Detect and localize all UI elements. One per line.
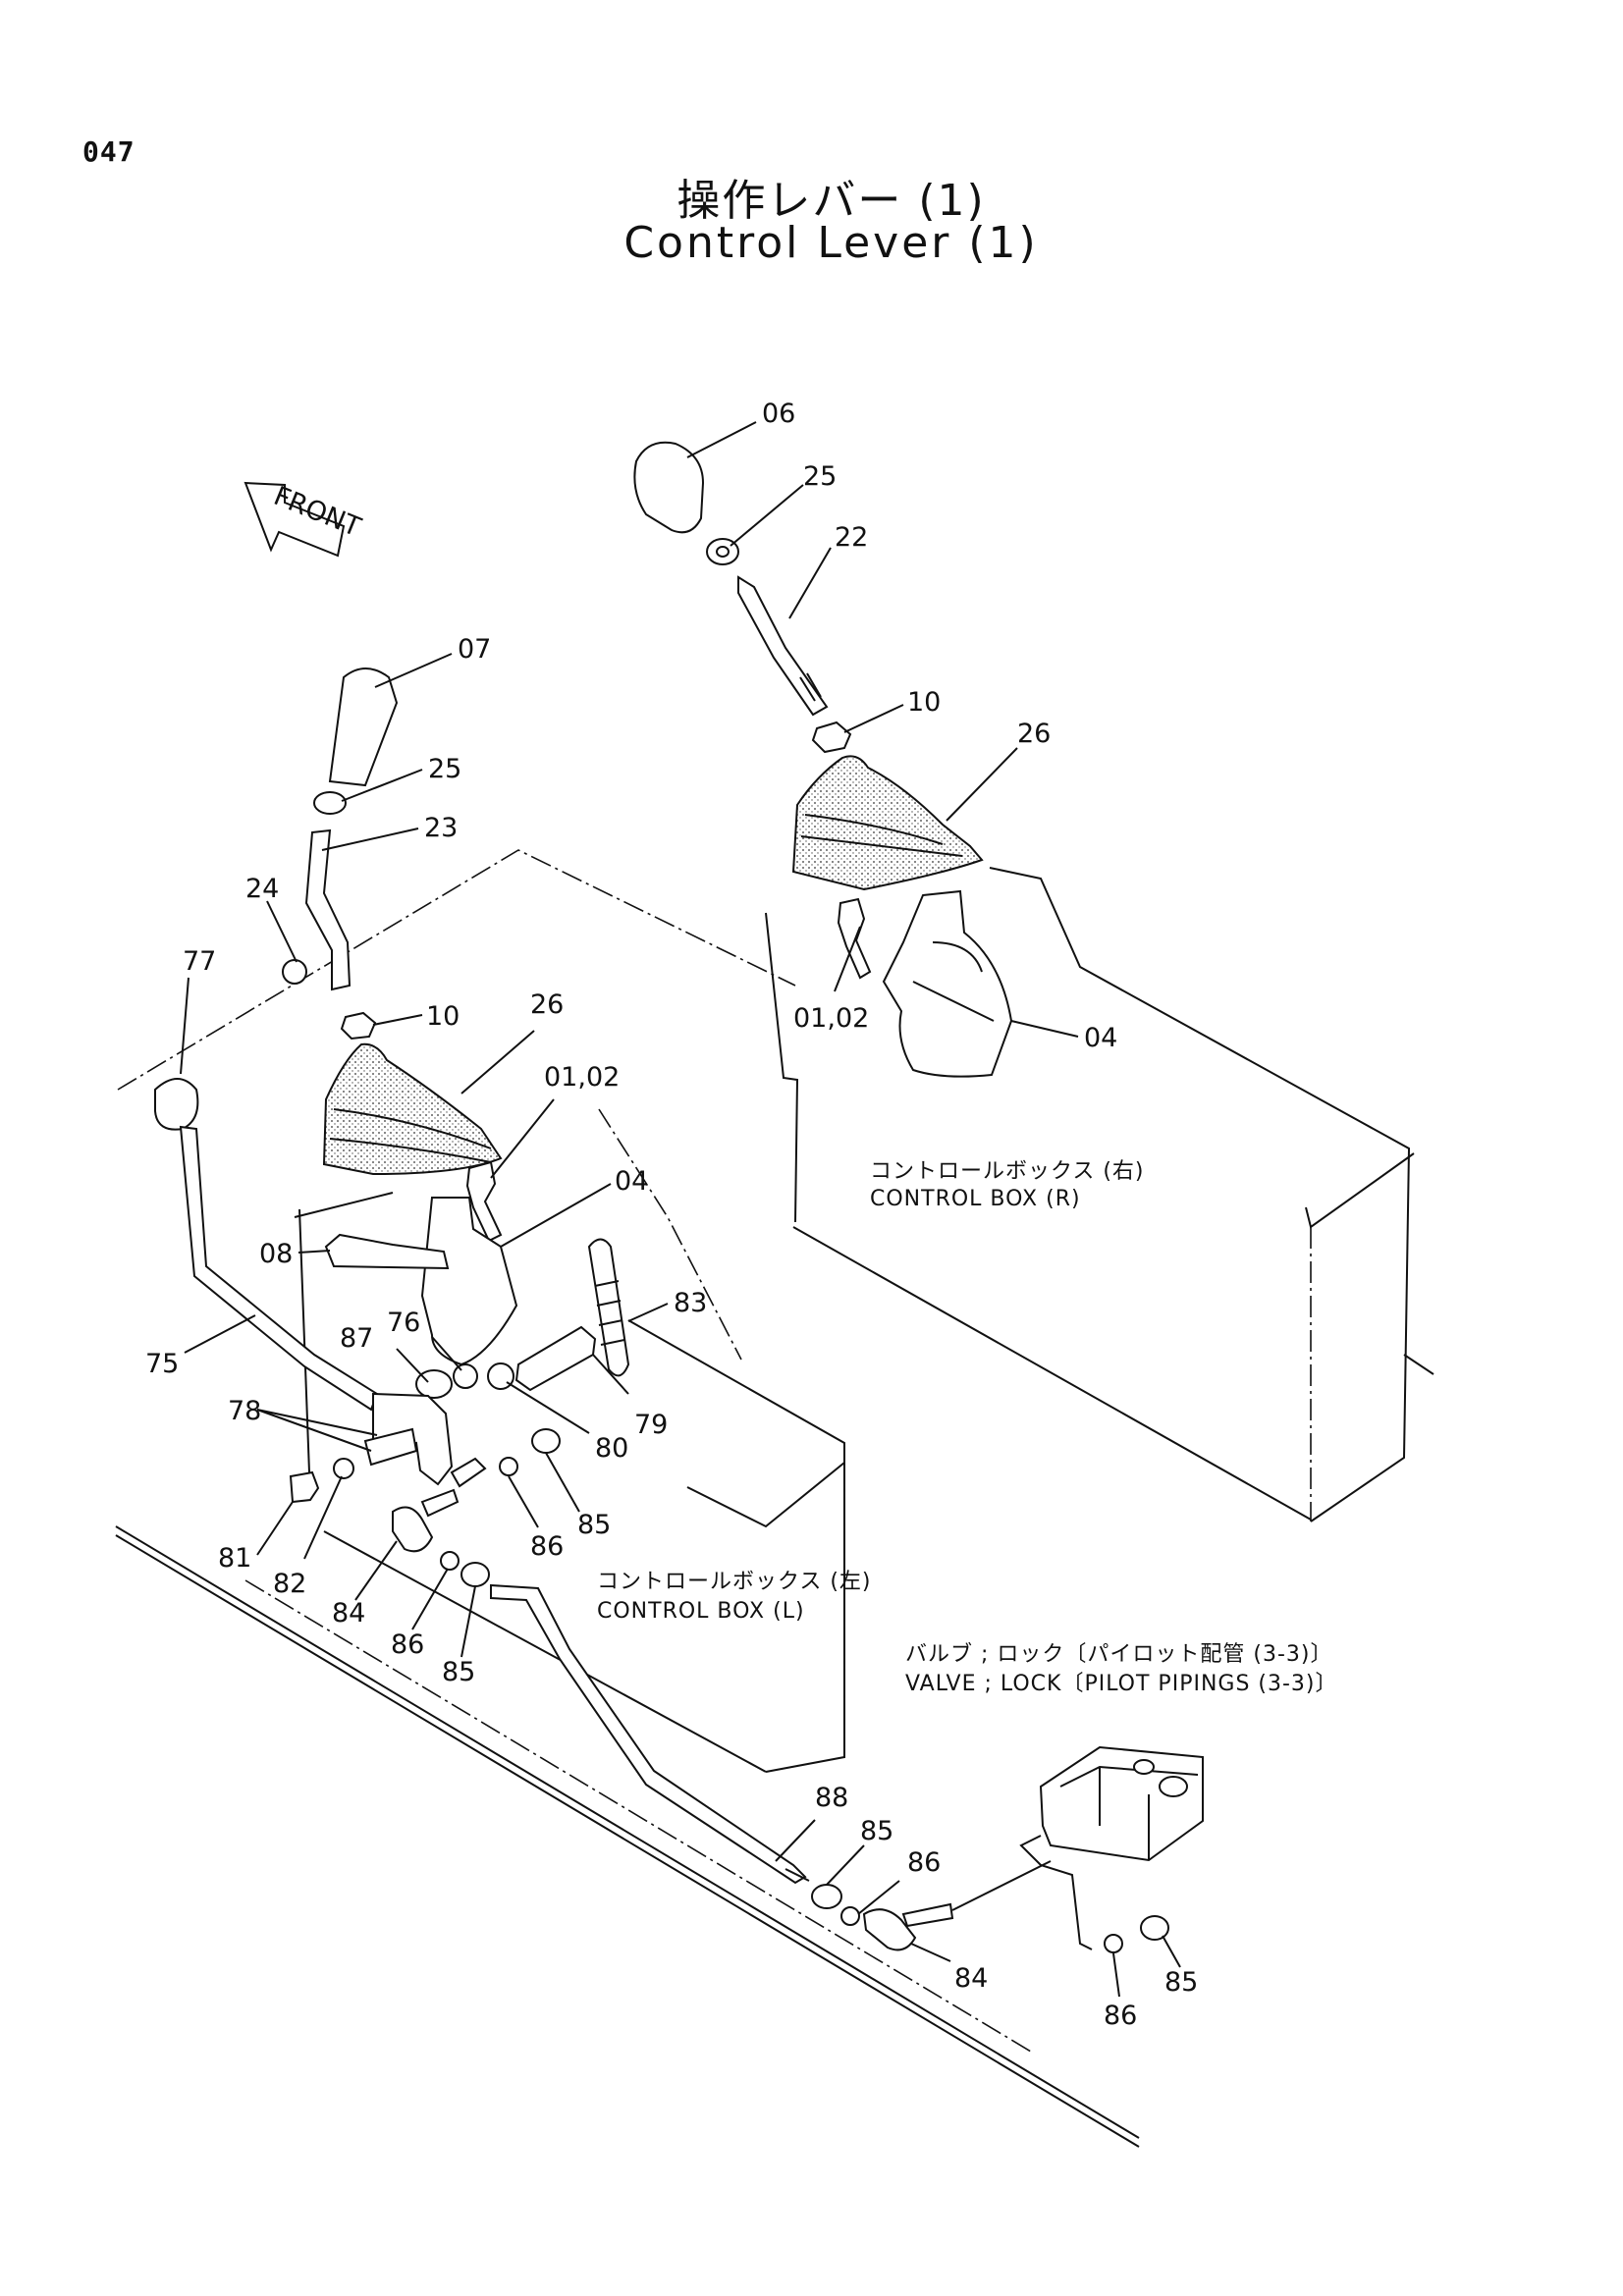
pin-79 [514, 1325, 597, 1392]
label-82: 82 [273, 1569, 306, 1599]
washer-86-pipe [840, 1906, 860, 1926]
valve-04-left [420, 1197, 518, 1366]
label-25-left: 25 [428, 754, 461, 784]
knob-07 [328, 667, 399, 787]
page-number: 047 [82, 135, 135, 168]
label-06: 06 [762, 399, 795, 429]
washer-86-lower [440, 1551, 460, 1571]
label-84-left: 84 [332, 1598, 365, 1629]
label-79: 79 [634, 1410, 668, 1440]
note-control-box-left-jp: コントロールボックス (左) [597, 1570, 872, 1594]
nut-10-right [811, 721, 852, 754]
right-lever-assembly [633, 441, 1013, 1078]
pin-78 [363, 1427, 418, 1467]
label-77: 77 [183, 946, 216, 977]
note-valve-en: VALVE ; LOCK〔PILOT PIPINGS (3-3)〕 [905, 1672, 1338, 1696]
part-labels: 06 25 22 10 26 01,02 04 07 25 23 24 77 1… [145, 399, 1198, 2031]
bracket-08 [324, 1233, 450, 1270]
boot-26-left [322, 1042, 503, 1176]
boot-26-right [791, 755, 984, 891]
label-85-pipe: 85 [860, 1816, 893, 1846]
nut-25-left [313, 791, 347, 815]
notes: コントロールボックス (右) CONTROL BOX (R) コントロールボック… [597, 1159, 1338, 1696]
knob-06 [633, 441, 705, 534]
label-88: 88 [815, 1783, 848, 1813]
label-07: 07 [458, 634, 491, 665]
valve-04-right [882, 889, 1013, 1078]
title-japanese: 操作レバー (1) [676, 176, 986, 226]
label-86-left: 86 [391, 1629, 424, 1660]
washer-86-valve [1104, 1934, 1123, 1953]
lock-valve [1039, 1745, 1204, 1862]
title-english: Control Lever (1) [623, 218, 1039, 268]
label-23: 23 [424, 813, 458, 843]
bolt-01-02-left [465, 1160, 503, 1243]
washer-80 [487, 1362, 514, 1390]
label-80: 80 [595, 1433, 628, 1464]
label-0102-left: 01,02 [544, 1062, 620, 1093]
label-86-pipe: 86 [907, 1847, 941, 1878]
label-87: 87 [340, 1323, 373, 1354]
knob-77 [154, 1078, 199, 1131]
label-81: 81 [218, 1543, 251, 1574]
nut-85-upper [531, 1428, 561, 1454]
washer-86-upper [499, 1457, 518, 1476]
label-04-left: 04 [615, 1166, 648, 1197]
control-box-left-outline [294, 1108, 845, 1773]
elbow-84-left [392, 1506, 434, 1553]
label-10-left: 10 [426, 1001, 460, 1032]
label-76: 76 [387, 1308, 420, 1338]
label-26-right: 26 [1017, 719, 1051, 749]
ring-76 [453, 1363, 478, 1389]
pipe-88 [490, 1583, 807, 1885]
label-86-mid: 86 [530, 1531, 564, 1562]
bushing-87 [415, 1369, 453, 1399]
label-04-right: 04 [1084, 1023, 1117, 1053]
label-84-right: 84 [954, 1963, 988, 1994]
label-85-mid: 85 [577, 1510, 611, 1540]
nut-85-lower [460, 1562, 490, 1587]
lever-22 [737, 575, 829, 717]
spring-83 [587, 1238, 630, 1377]
label-86-valve: 86 [1104, 2001, 1137, 2031]
control-box-right-outline [117, 849, 1434, 1522]
lever-23 [304, 828, 352, 991]
elbow-84-right [862, 1908, 917, 1951]
label-26-left: 26 [530, 989, 564, 1020]
washer-24 [282, 959, 307, 985]
label-85-left: 85 [442, 1657, 475, 1687]
floor-edge-line [115, 1525, 1140, 2148]
note-control-box-right-en: CONTROL BOX (R) [870, 1187, 1081, 1211]
label-24: 24 [245, 874, 279, 904]
left-lever-assembly [154, 667, 1204, 1953]
bolt-86 [450, 1457, 487, 1488]
nut-10-left [340, 1011, 377, 1041]
label-85-valve: 85 [1164, 1967, 1198, 1998]
nut-85-pipe [811, 1884, 842, 1909]
washer-82 [333, 1458, 354, 1479]
label-25-right: 25 [803, 461, 837, 492]
note-control-box-left-en: CONTROL BOX (L) [597, 1599, 805, 1624]
bolt-01-02-right [837, 897, 872, 980]
label-78: 78 [228, 1396, 261, 1426]
leader-lines [180, 421, 1181, 1998]
label-83: 83 [674, 1288, 707, 1318]
label-08: 08 [259, 1239, 293, 1269]
nut-85-valve [1140, 1915, 1169, 1941]
label-75: 75 [145, 1349, 179, 1379]
label-0102-right: 01,02 [793, 1003, 869, 1034]
bolt-81 [289, 1470, 320, 1504]
label-22: 22 [835, 522, 868, 553]
note-control-box-right-jp: コントロールボックス (右) [870, 1159, 1145, 1184]
label-10-right: 10 [907, 687, 941, 718]
front-arrow-icon: FRONT [243, 481, 365, 558]
note-valve-jp: バルブ ; ロック〔パイロット配管 (3-3)〕 [905, 1642, 1333, 1667]
